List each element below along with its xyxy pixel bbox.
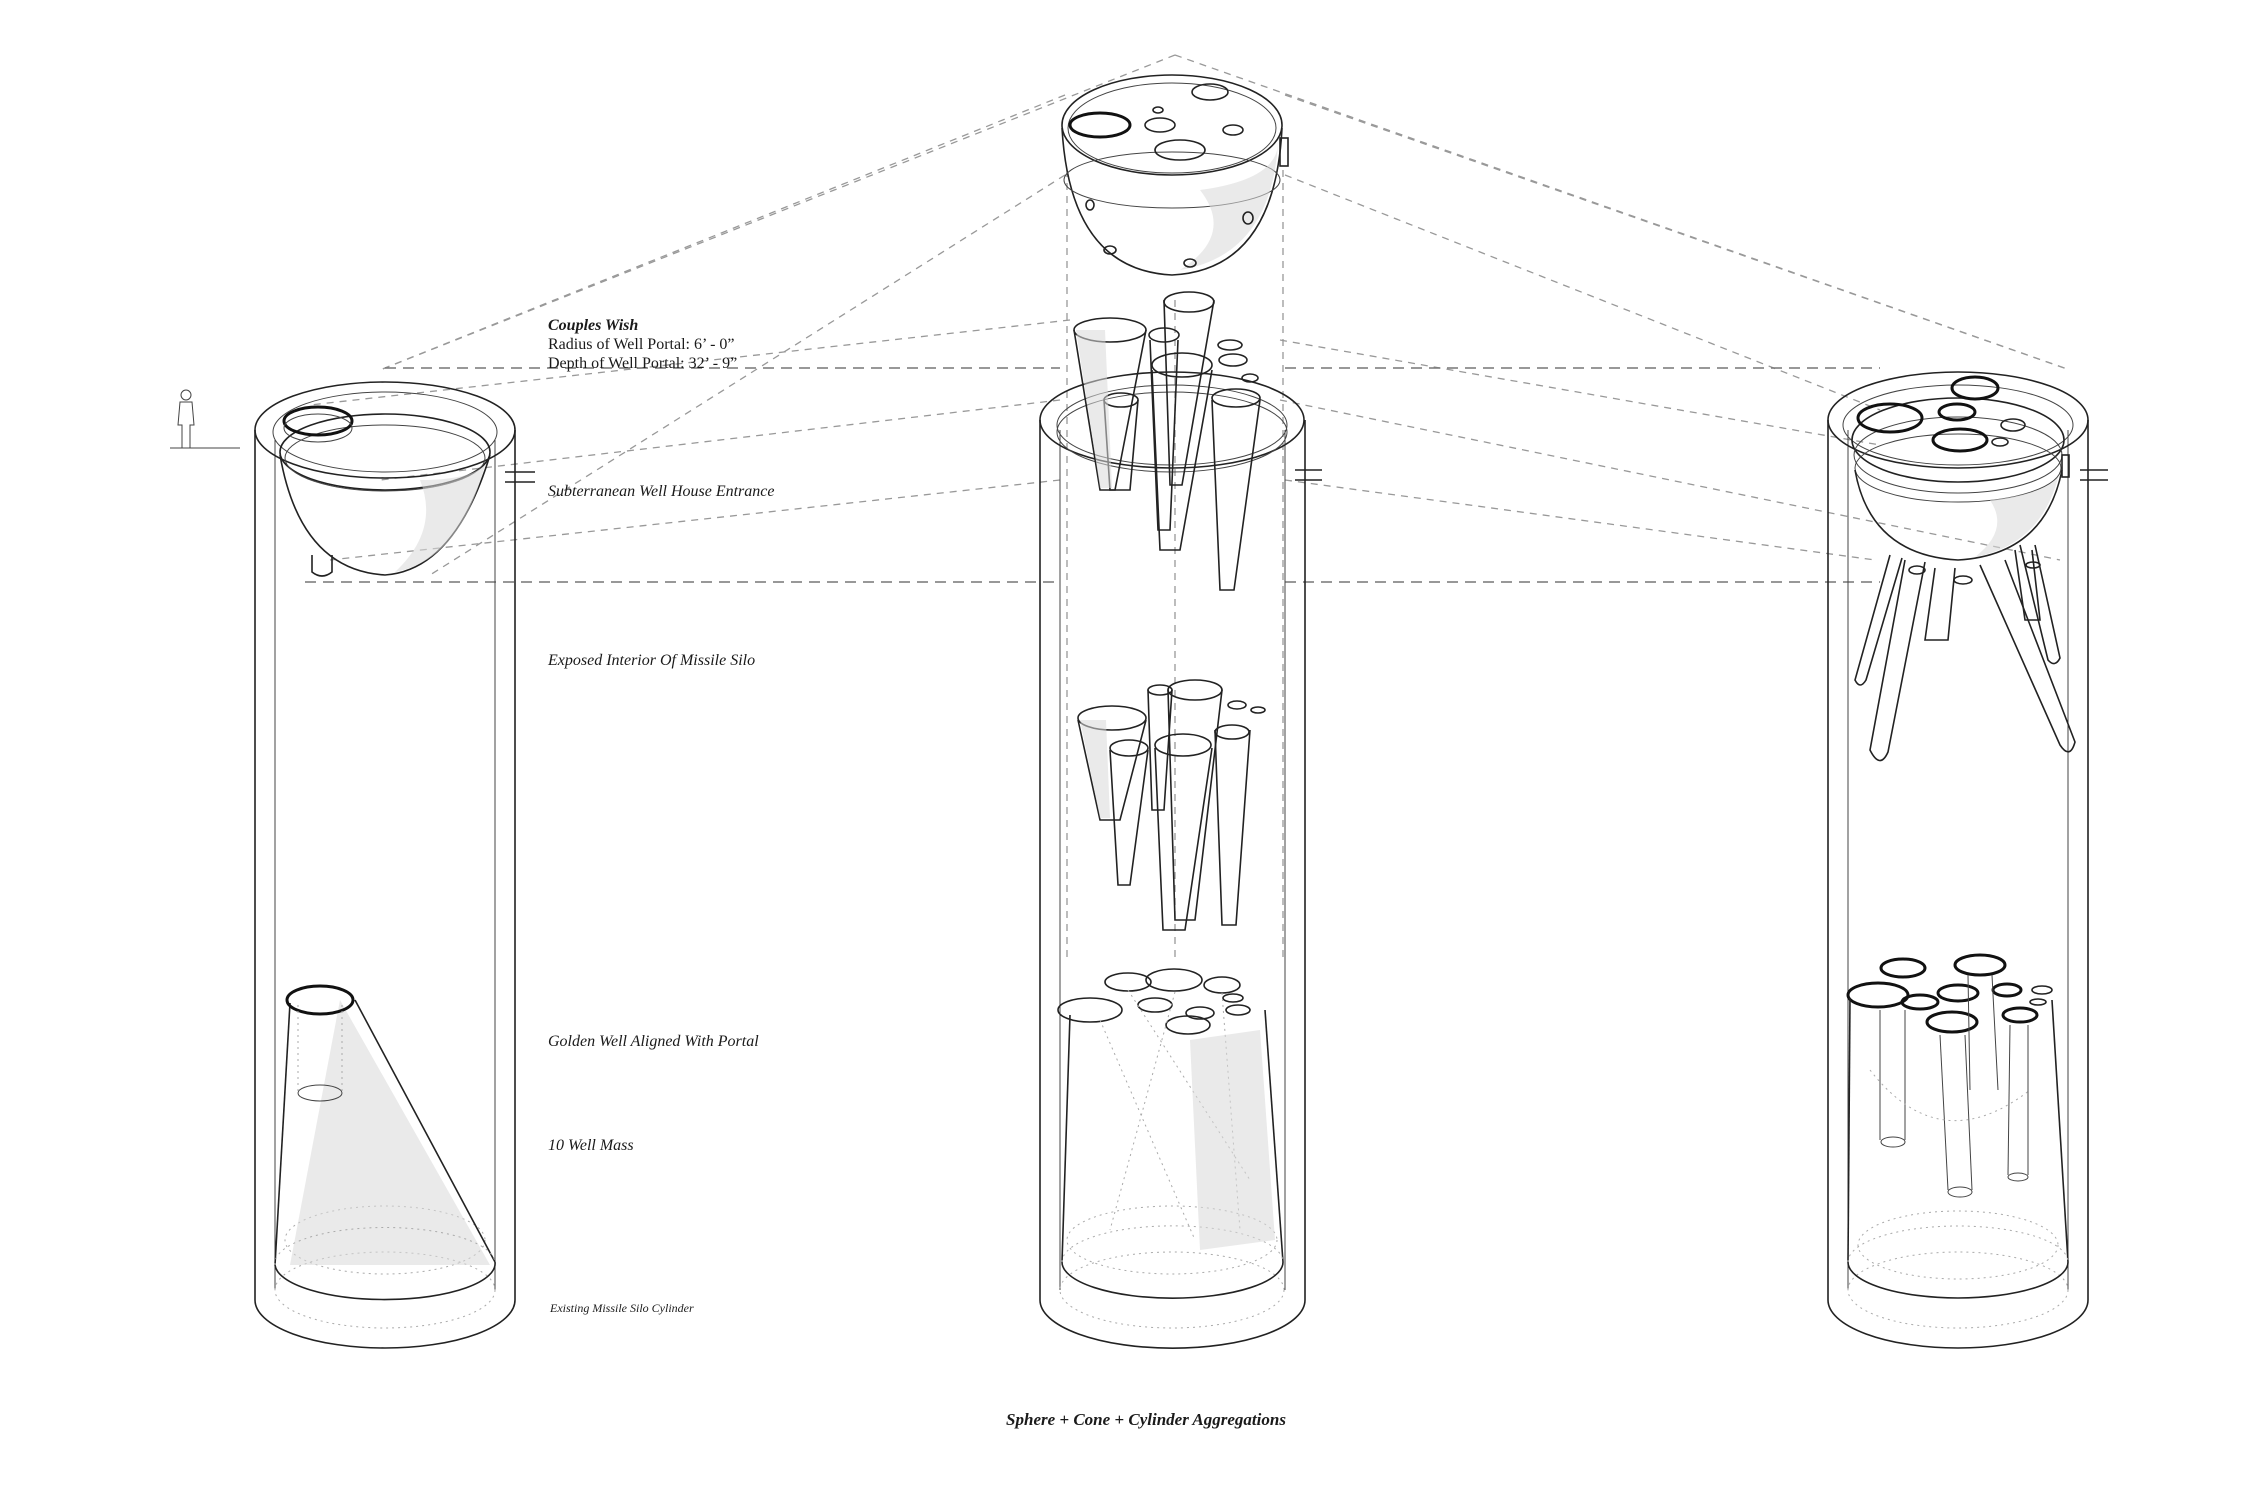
floating-sphere-vessel [1061, 74, 1289, 276]
couples-wish-title: Couples Wish [548, 317, 638, 334]
depth-label: Depth of Well Portal: 32’ - 9” [548, 355, 737, 372]
middle-tube-cluster-mid [1077, 679, 1266, 931]
silo-entrance-ticks [505, 469, 2108, 483]
existing-cylinder-label: Existing Missile Silo Cylinder [549, 1301, 694, 1315]
exposed-interior-label: Exposed Interior Of Missile Silo [547, 652, 755, 669]
middle-tube-cluster-top [1073, 291, 1261, 591]
golden-well-label: Golden Well Aligned With Portal [548, 1033, 759, 1050]
human-scale-figure [170, 389, 240, 449]
middle-silo [1039, 371, 1306, 1349]
radius-label: Radius of Well Portal: 6’ - 0” [548, 336, 735, 353]
left-silo [254, 381, 516, 1349]
figure-caption: Sphere + Cone + Cylinder Aggregations [1006, 1410, 1286, 1429]
right-well-house [1851, 375, 2076, 762]
well-mass-label: 10 Well Mass [548, 1137, 634, 1154]
subterranean-entrance-label: Subterranean Well House Entrance [548, 483, 774, 500]
left-golden-well-cone [274, 984, 496, 1301]
right-tube-cluster-bottom [1846, 953, 2069, 1299]
right-silo [1827, 371, 2089, 1349]
left-well-house [279, 405, 491, 577]
projection-guides [305, 54, 2071, 960]
middle-tube-cluster-bottom [1057, 968, 1284, 1299]
